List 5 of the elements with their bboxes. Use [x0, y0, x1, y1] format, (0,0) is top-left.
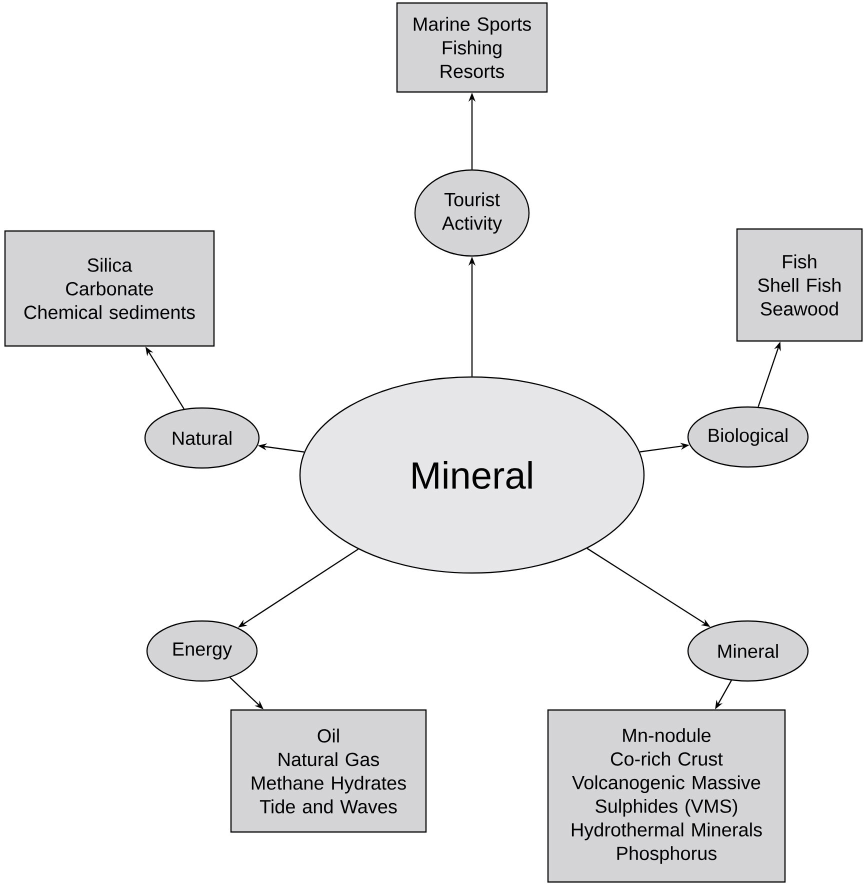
list-box: Silica Carbonate Chemical sediments [4, 230, 215, 347]
list-box: Mn-nodule Co-rich Crust Volcanogenic Massive Sulphides (VMS) Hydrothermal Minerals Phosphorus [547, 709, 786, 883]
list-box: Marine Sports Fishing Resorts [396, 2, 548, 93]
list-box: Fish Shell Fish Seawood [736, 228, 863, 342]
list-box: Oil Natural Gas Methane Hydrates Tide and Waves [230, 709, 427, 833]
